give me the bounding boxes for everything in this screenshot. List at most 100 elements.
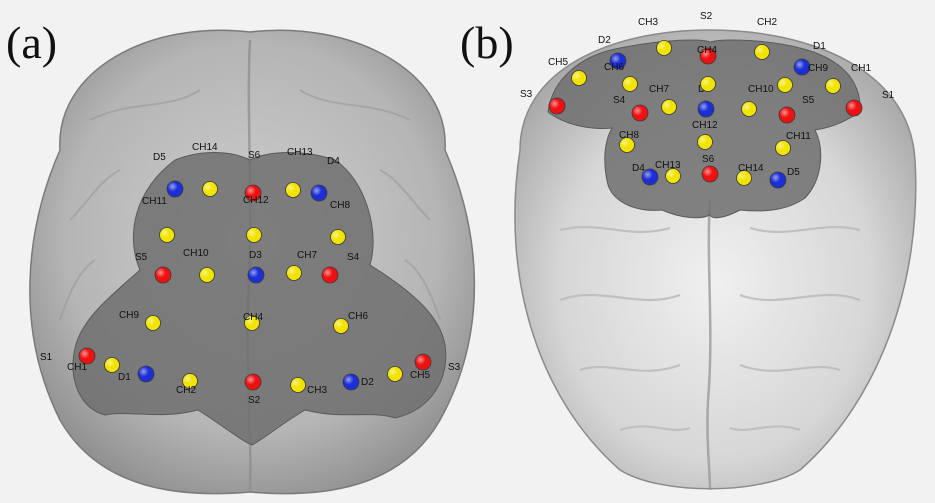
panel-a-detector-d3-label: D3 bbox=[249, 250, 262, 261]
panel-b-channel-ch12-highlight bbox=[697, 134, 713, 150]
panel-b-detector-d4-highlight bbox=[642, 169, 658, 185]
panel-a-channel-ch6-highlight bbox=[333, 318, 349, 334]
panel-a-channel-ch1-label: CH1 bbox=[67, 362, 87, 373]
panel-b-channel-ch6-highlight bbox=[622, 76, 638, 92]
panel-a-channel-ch10-highlight bbox=[199, 267, 215, 283]
panel-a-channel-ch8-label: CH8 bbox=[330, 200, 350, 211]
panel-b-channel-ch1-label: CH1 bbox=[851, 63, 871, 74]
panel-a-channel-ch8-highlight bbox=[330, 229, 346, 245]
panel-b-channel-ch3-label: CH3 bbox=[638, 17, 658, 28]
panel-b-channel-ch5-highlight bbox=[571, 70, 587, 86]
panel-b-source-s4-highlight bbox=[632, 105, 648, 121]
panel-b-source-s5-label: S5 bbox=[802, 95, 815, 106]
panel-b-detector-d5-highlight bbox=[770, 172, 786, 188]
panel-a-source-s4-highlight bbox=[322, 267, 338, 283]
panel-b-source-s2-label: S2 bbox=[700, 11, 713, 22]
panel-b-detector-d2-label: D2 bbox=[598, 35, 611, 46]
panel-b-channel-ch11-label: CH11 bbox=[786, 131, 811, 142]
panel-b-channel-ch4-label: CH4 bbox=[697, 45, 717, 56]
panel-b-channel-ch8-highlight bbox=[619, 137, 635, 153]
panel-a-source-s5-label: S5 bbox=[135, 252, 148, 263]
panel-b-channel-ch3-highlight bbox=[656, 40, 672, 56]
panel-a-source-s3-label: S3 bbox=[448, 362, 461, 373]
panel-a-source-s5-highlight bbox=[155, 267, 171, 283]
panel-b-source-s6-highlight bbox=[702, 166, 718, 182]
panel-b-channel-ch12-label: CH12 bbox=[692, 120, 718, 131]
panel-a-channel-ch11-label: CH11 bbox=[142, 196, 167, 207]
panel-a-channel-ch11-highlight bbox=[159, 227, 175, 243]
panel-b-channel-ch7-label: CH7 bbox=[649, 84, 669, 95]
panel-b-channel-ch5-label: CH5 bbox=[548, 57, 568, 68]
panel-b-detector-d2-highlight bbox=[610, 53, 626, 69]
panel-b-channel-ch13-highlight bbox=[665, 168, 681, 184]
panel-a-channel-ch12-label: CH12 bbox=[243, 195, 269, 206]
panel-b-channel-ch10-highlight bbox=[741, 101, 757, 117]
panel-b-channel-ch14-highlight bbox=[736, 170, 752, 186]
panel-b-channel-ch7-highlight bbox=[661, 99, 677, 115]
panel-a-source-s3-highlight bbox=[415, 354, 431, 370]
panel-b-source-s4-label: S4 bbox=[613, 95, 626, 106]
panel-a-source-s1-label: S1 bbox=[40, 352, 53, 363]
panel-b-source-s2-highlight bbox=[700, 48, 716, 64]
panel-b-source-s5-highlight bbox=[779, 107, 795, 123]
panel-a-source-s2-label: S2 bbox=[248, 395, 261, 406]
panel-b-detector-d3-highlight bbox=[698, 101, 714, 117]
panel-a-channel-ch4-highlight bbox=[244, 315, 260, 331]
panel-a-channel-ch4-label: CH4 bbox=[243, 312, 263, 323]
panel-b-detector-d1-label: D1 bbox=[813, 41, 826, 52]
panel-a-source-s2-highlight bbox=[245, 374, 261, 390]
panel-a-channel-ch1-highlight bbox=[104, 357, 120, 373]
panel-b-channel-ch1-highlight bbox=[825, 78, 841, 94]
panel-a-detector-d2-label: D2 bbox=[361, 377, 374, 388]
panel-a-source-s4-label: S4 bbox=[347, 252, 360, 263]
panel-b-channel-ch13-label: CH13 bbox=[655, 160, 681, 171]
panel-a-detector-d5-label: D5 bbox=[153, 152, 166, 163]
panel-a-channel-ch14-highlight bbox=[202, 181, 218, 197]
panel-a-channel-ch13-label: CH13 bbox=[287, 147, 313, 158]
panel-b-source-s1-highlight bbox=[846, 100, 862, 116]
panel-a-detector-d4-label: D4 bbox=[327, 156, 340, 167]
panel-b-channel-ch4-highlight bbox=[700, 76, 716, 92]
panel-a-channel-ch9-highlight bbox=[145, 315, 161, 331]
panel-a-channel-ch9-label: CH9 bbox=[119, 310, 139, 321]
panel-b-source-s3-highlight bbox=[549, 98, 565, 114]
panel-b-label: (b) bbox=[460, 17, 514, 68]
panel-a-source-s1-highlight bbox=[79, 348, 95, 364]
panel-b-optodes: S2S3S1S4S5S6D2D1D3D4D5CH3CH2CH4CH5CH6CH1… bbox=[520, 11, 895, 189]
panel-b-channel-ch2-highlight bbox=[754, 44, 770, 60]
panel-a-channel-ch14-label: CH14 bbox=[192, 142, 218, 153]
panel-a-sulci bbox=[59, 89, 441, 321]
panel-b-channel-ch14-label: CH14 bbox=[738, 163, 764, 174]
panel-a-detector-d1-label: D1 bbox=[118, 372, 131, 383]
panel-a-label: (a) bbox=[6, 17, 57, 68]
panel-b-channel-ch2-label: CH2 bbox=[757, 17, 777, 28]
panel-b-channel-ch8-label: CH8 bbox=[619, 130, 639, 141]
panel-a-channel-ch3-label: CH3 bbox=[307, 385, 327, 396]
panel-a-channel-ch3-highlight bbox=[290, 377, 306, 393]
panel-a-channel-ch12-highlight bbox=[246, 227, 262, 243]
panel-a-channel-ch2-label: CH2 bbox=[176, 385, 196, 396]
panel-a-detector-d5-highlight bbox=[167, 181, 183, 197]
panel-a-detector-d1-highlight bbox=[138, 366, 154, 382]
panel-b-detector-d1-highlight bbox=[794, 59, 810, 75]
panel-b-sulci bbox=[559, 226, 861, 432]
panel-a-probe-patch bbox=[72, 152, 447, 446]
panel-a-channel-ch7-label: CH7 bbox=[297, 250, 317, 261]
panel-a-detector-d4-highlight bbox=[311, 185, 327, 201]
panel-a-channel-ch13-highlight bbox=[285, 182, 301, 198]
panel-b-source-s6-label: S6 bbox=[702, 154, 715, 165]
panel-b-source-s1-label: S1 bbox=[882, 90, 895, 101]
panel-a-channel-ch10-label: CH10 bbox=[183, 248, 209, 259]
panel-a-channel-ch2-highlight bbox=[182, 373, 198, 389]
panel-b-source-s3-label: S3 bbox=[520, 89, 533, 100]
panel-b-channel-ch6-label: CH6 bbox=[604, 62, 624, 73]
panel-b-fissure bbox=[706, 199, 712, 491]
panel-a-channel-ch7-highlight bbox=[286, 265, 302, 281]
panel-b-channel-ch11-highlight bbox=[775, 140, 791, 156]
panel-a-channel-ch5-highlight bbox=[387, 366, 403, 382]
panel-a-channel-ch5-label: CH5 bbox=[410, 370, 430, 381]
